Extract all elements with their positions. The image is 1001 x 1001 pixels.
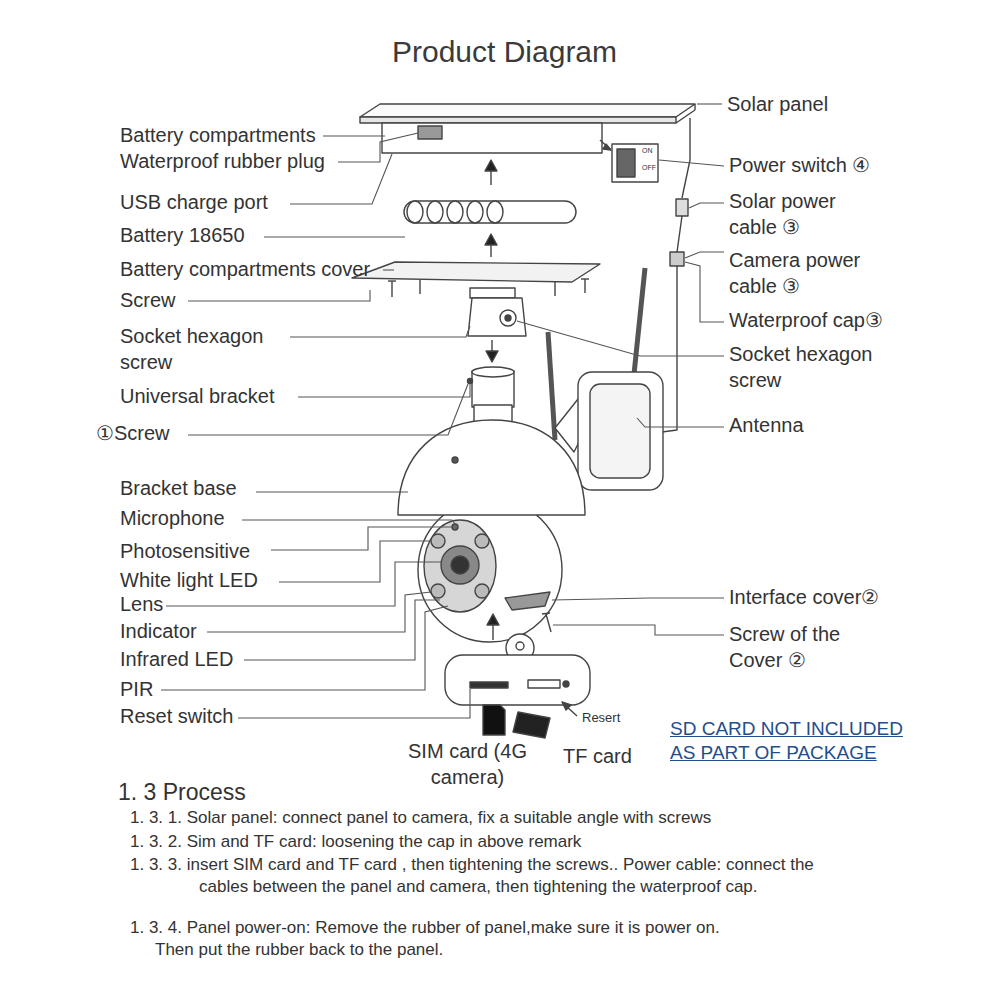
part-label: Microphone <box>120 506 225 531</box>
part-label: Infrared LED <box>120 647 233 672</box>
switch-marking: ON <box>642 147 653 156</box>
package-note: SD CARD NOT INCLUDED AS PART OF PACKAGE <box>670 717 928 765</box>
diagram-title: Product Diagram <box>4 34 1001 70</box>
part-label: SIM card (4G camera) <box>408 739 527 790</box>
part-label: Battery compartments <box>120 123 316 148</box>
part-label: Battery compartments cover <box>120 257 370 282</box>
part-label: Camera power cable ③ <box>729 248 899 299</box>
part-label: Reset switch <box>120 704 233 729</box>
part-label: Socket hexagon screw <box>729 342 899 393</box>
part-label: White light LED <box>120 568 258 593</box>
process-step: 1. 3. 1. Solar panel: connect panel to c… <box>130 807 850 829</box>
part-label: Socket hexagon screw <box>120 324 290 375</box>
part-label: PIR <box>120 677 153 702</box>
process-step: 1. 3. 4. Panel power-on: Remove the rubb… <box>130 917 740 960</box>
part-label: Interface cover② <box>729 585 879 610</box>
part-label: Battery 18650 <box>120 223 245 248</box>
part-label: Universal bracket <box>120 384 275 409</box>
process-step: 1. 3. 2. Sim and TF card: loosening the … <box>130 831 850 853</box>
part-label: Waterproof cap③ <box>729 308 883 333</box>
part-label: Indicator <box>120 619 197 644</box>
part-label: Bracket base <box>120 476 237 501</box>
section-heading: 1. 3 Process <box>118 778 246 807</box>
part-label: Resert <box>582 710 620 727</box>
part-label: ①Screw <box>96 421 170 446</box>
part-label: Photosensitive <box>120 539 250 564</box>
part-label: Antenna <box>729 413 804 438</box>
part-label: Screw of the Cover ② <box>729 622 864 673</box>
switch-marking: OFF <box>642 164 656 173</box>
process-step: 1. 3. 3. insert SIM card and TF card , t… <box>130 854 850 897</box>
part-label: Solar power cable ③ <box>729 189 879 240</box>
part-label: Screw <box>120 288 176 313</box>
part-label: Lens <box>120 592 163 617</box>
part-label: Solar panel <box>727 92 828 117</box>
part-label: Waterproof rubber plug <box>120 149 325 174</box>
part-label: USB charge port <box>120 190 268 215</box>
part-label: TF card <box>563 744 632 769</box>
part-label: Power switch ④ <box>729 153 870 178</box>
